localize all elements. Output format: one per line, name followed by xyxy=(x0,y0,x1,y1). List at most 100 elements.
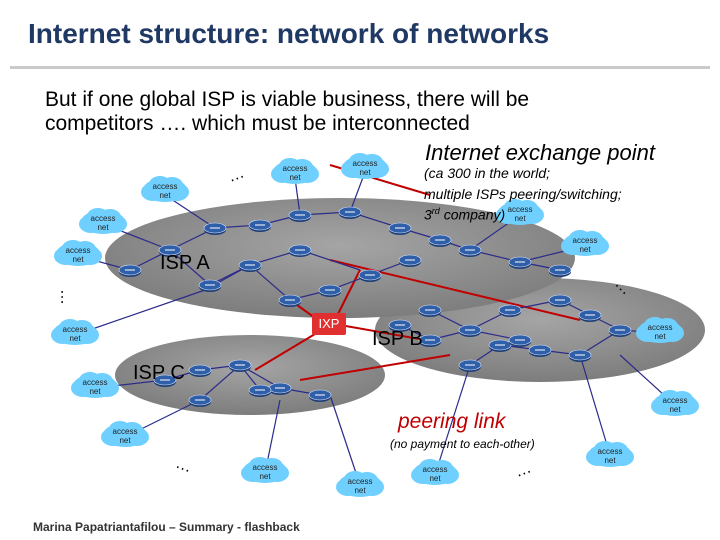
access-net-label: net xyxy=(654,332,666,341)
router-icon xyxy=(428,234,452,247)
router-icon xyxy=(458,244,482,257)
access-net-label: access xyxy=(91,214,116,223)
router-icon xyxy=(278,294,302,307)
router-icon xyxy=(153,374,177,387)
router-icon xyxy=(388,319,412,332)
access-net-label: net xyxy=(159,191,171,200)
access-net-clouds: accessnetaccessnetaccessnetaccessnetacce… xyxy=(51,153,699,497)
router-icon xyxy=(548,294,572,307)
access-net-label: access xyxy=(153,182,178,191)
router-icon xyxy=(228,359,252,372)
router-icon xyxy=(418,334,442,347)
body-text-line-2: competitors …. which must be interconnec… xyxy=(45,112,470,135)
router-icon xyxy=(248,219,272,232)
ixp-note-3-pre: 3 xyxy=(424,206,432,223)
peering-link-label: peering link xyxy=(398,410,506,433)
access-net-label: access xyxy=(66,246,91,255)
router-icon xyxy=(158,244,182,257)
router-icon xyxy=(308,389,332,402)
access-net-label: access xyxy=(508,205,533,214)
footer-text: Marina Papatriantafilou – Summary - flas… xyxy=(33,520,300,534)
router-icon xyxy=(488,339,512,352)
access-net-label: access xyxy=(283,164,308,173)
ixp-note-line-1: (ca 300 in the world; xyxy=(424,165,551,181)
router-icon xyxy=(188,364,212,377)
router-icon xyxy=(238,259,262,272)
router-icon xyxy=(338,206,362,219)
access-net-label: net xyxy=(354,486,366,495)
access-net-label: access xyxy=(253,463,278,472)
access-net-label: access xyxy=(63,325,88,334)
access-net-label: net xyxy=(89,387,101,396)
router-icon xyxy=(508,334,532,347)
access-net-label: net xyxy=(429,474,441,483)
router-icon xyxy=(568,349,592,362)
router-icon xyxy=(358,269,382,282)
router-icon xyxy=(398,254,422,267)
ellipsis-markers: … … … … … xyxy=(50,164,635,480)
access-net-label: access xyxy=(423,465,448,474)
router-icon xyxy=(418,304,442,317)
access-net-label: net xyxy=(69,334,81,343)
ixp-note-3-post: company) xyxy=(439,206,506,223)
access-net-label: access xyxy=(113,427,138,436)
title-divider xyxy=(10,66,710,69)
ellipsis-1: … xyxy=(226,164,247,185)
router-icon xyxy=(118,264,142,277)
isp-c-label: ISP C xyxy=(133,362,185,384)
access-net-label: net xyxy=(289,173,301,182)
router-icon xyxy=(578,309,602,322)
access-net-label: net xyxy=(97,223,109,232)
router-icon xyxy=(288,244,312,257)
router-icon xyxy=(528,344,552,357)
router-icon xyxy=(318,284,342,297)
router-icon xyxy=(198,279,222,292)
router-icon xyxy=(248,384,272,397)
ellipsis-5: … xyxy=(513,459,534,480)
access-net-label: access xyxy=(648,323,673,332)
access-net-label: access xyxy=(598,447,623,456)
router-icon xyxy=(498,304,522,317)
router-icon xyxy=(203,222,227,235)
slide-title: Internet structure: network of networks xyxy=(28,18,550,49)
access-net-label: net xyxy=(669,405,681,414)
peering-link-note: (no payment to each-other) xyxy=(390,437,535,451)
access-net-label: net xyxy=(72,255,84,264)
ellipsis-4: … xyxy=(173,455,194,476)
access-net-label: net xyxy=(259,472,271,481)
access-net-label: net xyxy=(514,214,526,223)
routers xyxy=(118,206,632,407)
access-net-label: access xyxy=(348,477,373,486)
router-icon xyxy=(388,222,412,235)
access-net-label: net xyxy=(359,168,371,177)
router-icon xyxy=(288,209,312,222)
access-net-label: access xyxy=(353,159,378,168)
body-text-line-1: But if one global ISP is viable business… xyxy=(45,88,530,111)
access-net-label: access xyxy=(663,396,688,405)
access-net-label: access xyxy=(83,378,108,387)
ixp-note-3-sup: rd xyxy=(431,206,440,216)
access-net-label: net xyxy=(604,456,616,465)
ixp-heading: Internet exchange point xyxy=(425,140,655,165)
isp-b-label: ISP B xyxy=(372,328,423,350)
router-icon xyxy=(458,359,482,372)
router-icon xyxy=(508,256,532,269)
router-icon xyxy=(608,324,632,337)
router-icon xyxy=(548,264,572,277)
router-icon xyxy=(268,382,292,395)
